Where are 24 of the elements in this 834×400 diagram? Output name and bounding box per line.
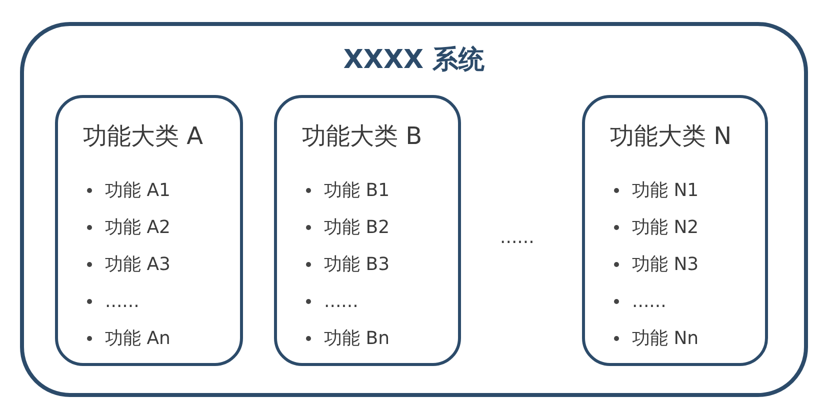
feature-item: 功能 A3 (105, 252, 170, 276)
feature-item: 功能 A1 (105, 178, 170, 202)
ellipsis: ...... (500, 226, 534, 250)
feature-item: 功能 B1 (324, 178, 390, 202)
feature-item: 功能 Bn (324, 326, 390, 350)
feature-item: 功能 N1 (632, 178, 699, 202)
feature-item: 功能 B3 (324, 252, 390, 276)
system-container (20, 22, 808, 397)
feature-item: 功能 Nn (632, 326, 699, 350)
feature-item: ...... (632, 290, 666, 314)
category-heading: 功能大类 B (302, 121, 422, 152)
feature-item: ...... (324, 290, 358, 314)
category-box (582, 95, 768, 366)
feature-item: 功能 B2 (324, 216, 390, 240)
category-box (274, 95, 461, 366)
feature-item: 功能 N3 (632, 252, 699, 276)
category-heading: 功能大类 N (610, 121, 732, 152)
feature-item: 功能 N2 (632, 216, 699, 240)
feature-item: 功能 An (105, 326, 170, 350)
feature-item: 功能 A2 (105, 216, 170, 240)
feature-item: ...... (105, 290, 140, 314)
category-box (55, 95, 243, 366)
category-heading: 功能大类 A (83, 121, 204, 152)
system-title: XXXX 系统 (343, 44, 485, 76)
